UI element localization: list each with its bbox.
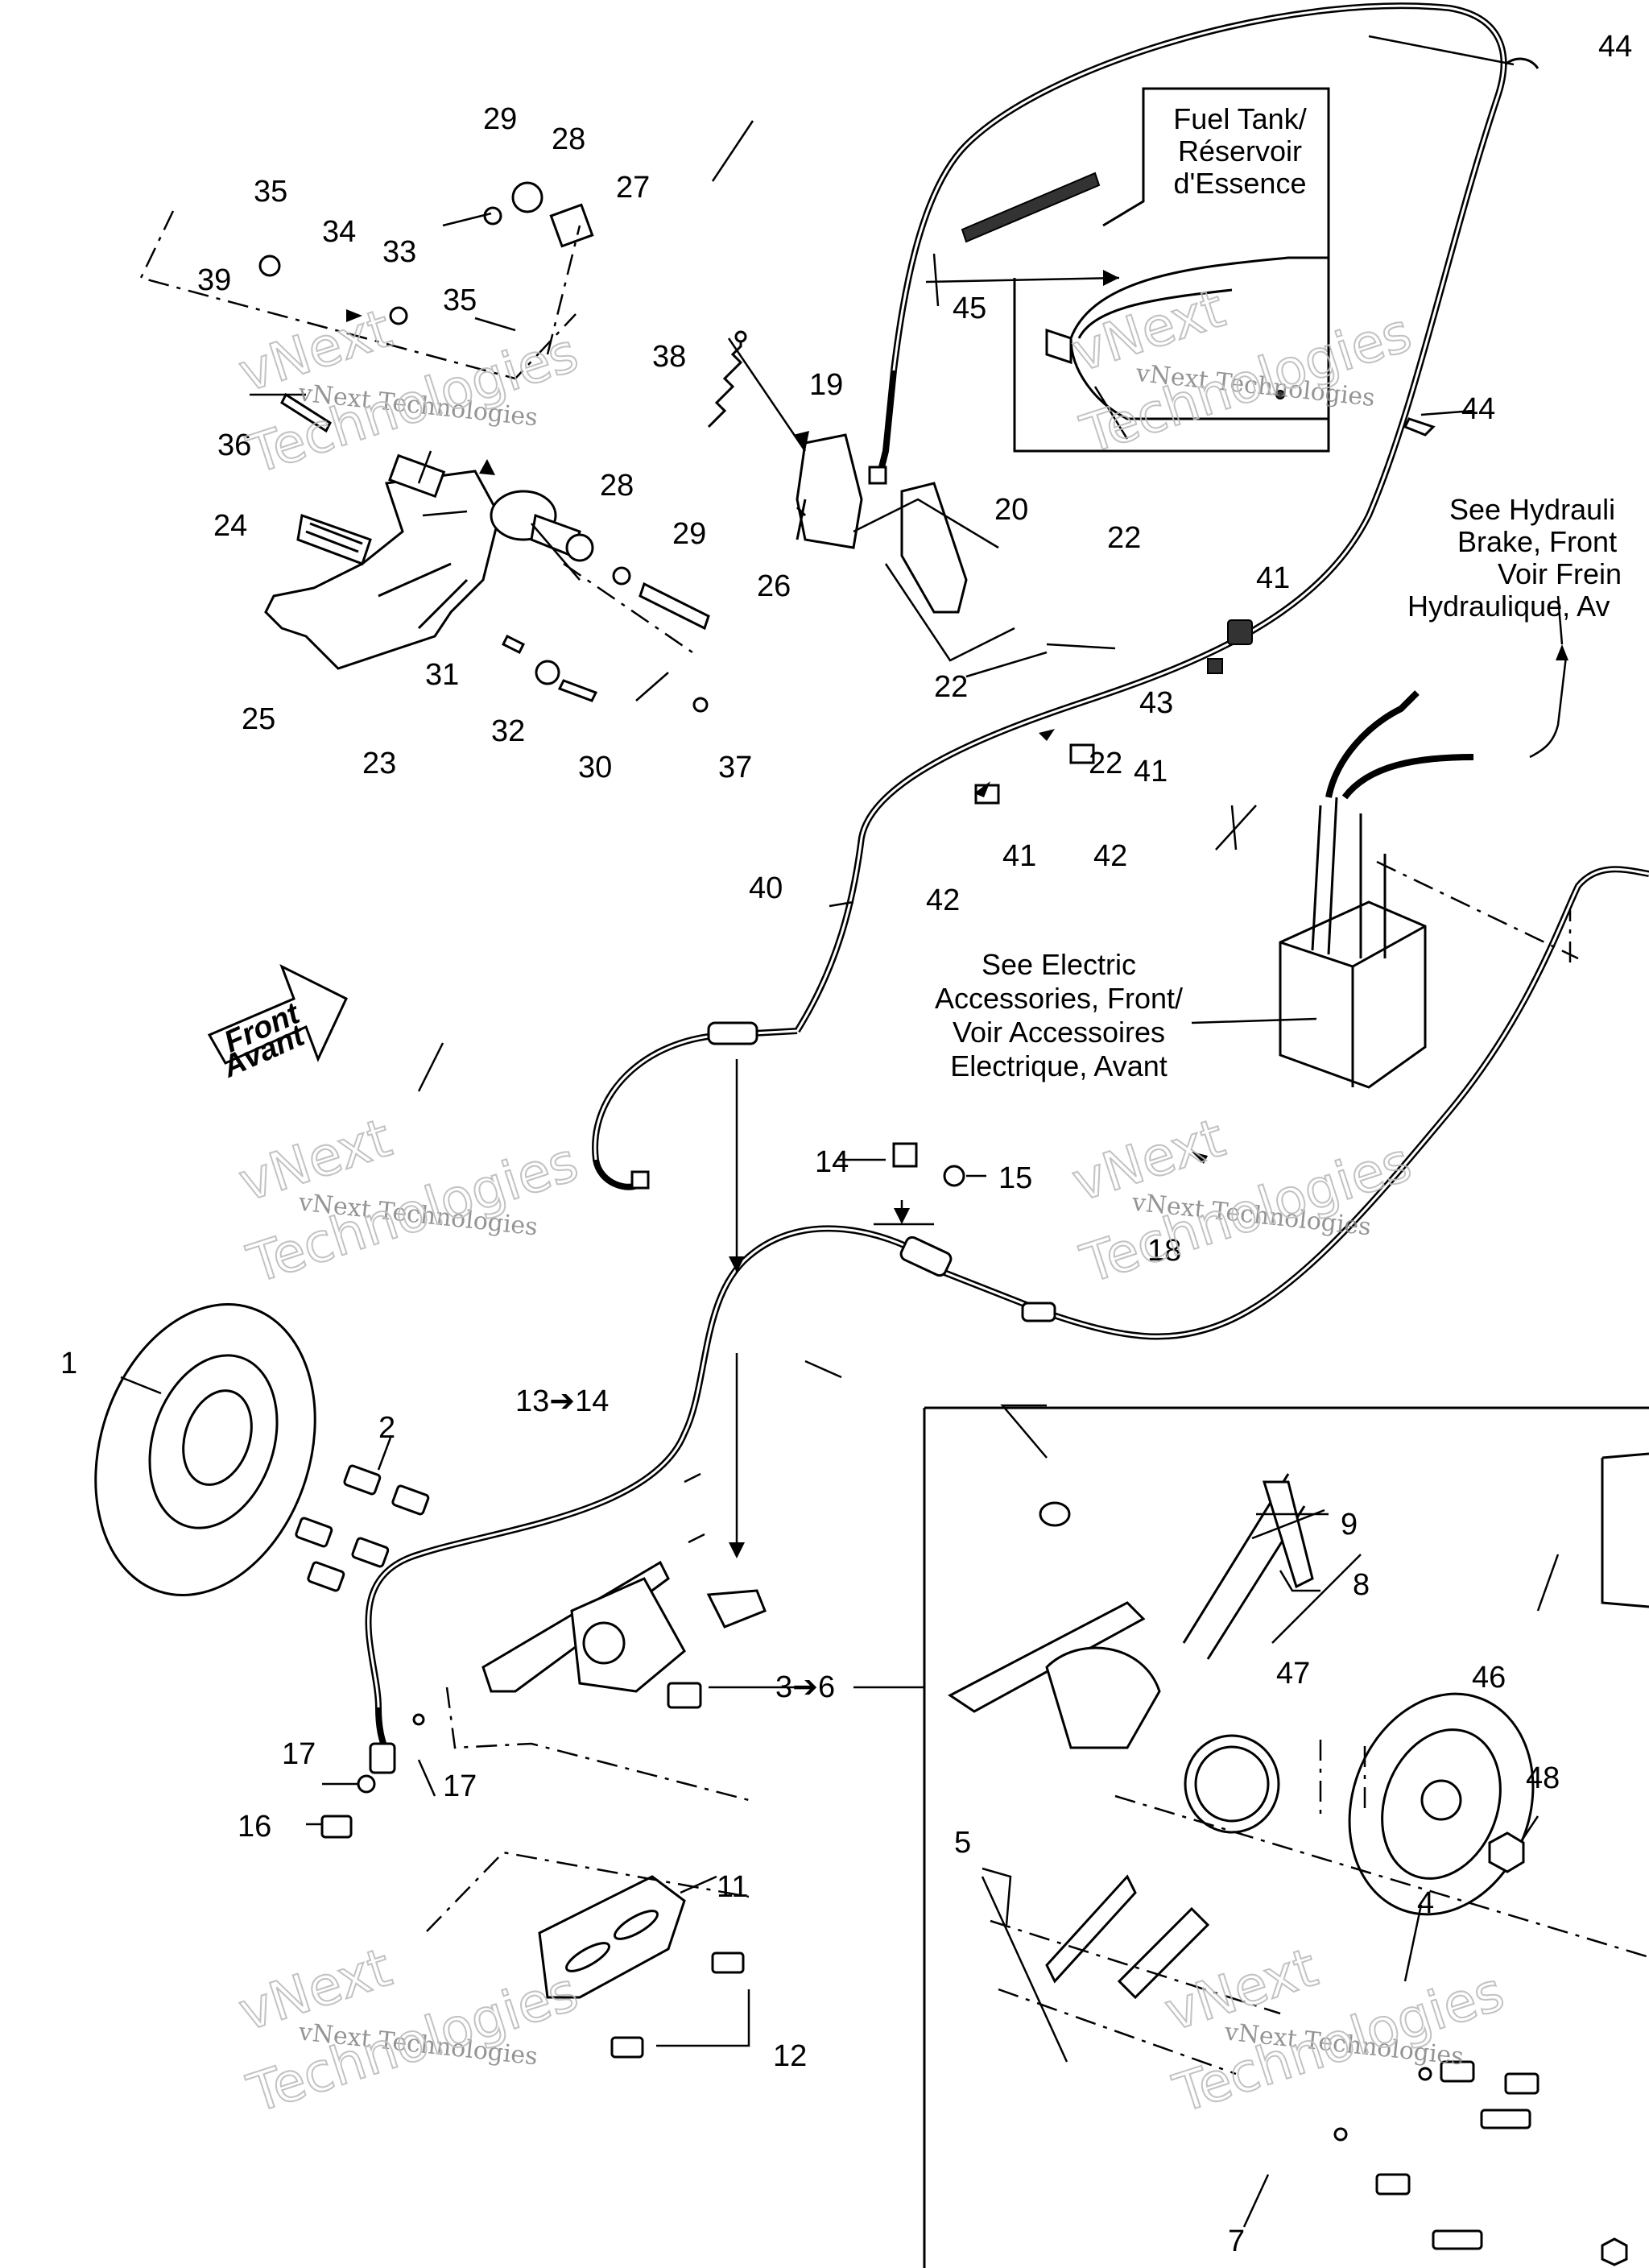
detail-box	[923, 1406, 1649, 2268]
brake-line-18	[932, 866, 1649, 1340]
callout-12: 12	[773, 2039, 807, 2073]
callout-30: 30	[578, 751, 612, 784]
abs-unit	[1279, 690, 1474, 1089]
callout-22b: 22	[934, 670, 968, 704]
callout-4: 4	[1417, 1886, 1434, 1920]
callout-45: 45	[953, 292, 986, 325]
ratchet-19-20	[796, 433, 968, 614]
callout-17b: 17	[443, 1769, 477, 1803]
detail-parts	[948, 1473, 1628, 2266]
callout-39: 39	[197, 263, 231, 297]
fuel-tank-inset	[1013, 87, 1330, 453]
callout-31: 31	[425, 658, 459, 692]
note-fuel-tank: Fuel Tank/ Réservoir d'Essence	[1173, 102, 1306, 200]
strip-45	[961, 172, 1101, 243]
callout-22: 22	[1107, 521, 1141, 555]
note-hyd-4: Hydraulique, Av	[1407, 590, 1610, 623]
callout-23: 23	[362, 747, 396, 780]
note-fuel-3: d'Essence	[1174, 167, 1307, 200]
callout-41b: 41	[1134, 755, 1168, 788]
callout-41: 41	[1256, 561, 1290, 595]
callout-24: 24	[213, 509, 247, 543]
note-elec-1: See Electric	[982, 948, 1136, 981]
spring-38	[707, 330, 747, 428]
callout-14: 14	[815, 1145, 849, 1179]
callout-34: 34	[322, 215, 356, 249]
callout-20: 20	[994, 493, 1028, 527]
fitting-14-15	[892, 1142, 965, 1187]
callout-28b: 28	[600, 469, 634, 503]
note-elec-3: Voir Accessoires	[953, 1016, 1165, 1049]
bolts-2	[295, 1464, 430, 1592]
front-arrow: Front Avant	[207, 963, 348, 1085]
note-hydraulic: See Hydrauli Brake, Front Voir Frein Hyd…	[1407, 493, 1622, 623]
callout-44: 44	[1598, 30, 1632, 64]
callout-numbers: 44 29 28 27 35 34 33 39 35 38 19 45 44 3…	[60, 30, 1632, 2258]
callout-15: 15	[998, 1161, 1032, 1195]
callout-29: 29	[483, 102, 517, 136]
callout-42b: 42	[1093, 839, 1127, 873]
callout-28: 28	[552, 122, 585, 156]
callout-13-14: 13➔14	[515, 1384, 609, 1418]
callout-43: 43	[1139, 686, 1173, 720]
callout-26: 26	[757, 569, 791, 603]
callout-8: 8	[1353, 1568, 1370, 1602]
arrowheads	[346, 270, 1568, 1558]
banjo-16-17	[320, 1713, 425, 1839]
callout-48: 48	[1526, 1761, 1560, 1795]
callout-7: 7	[1228, 2225, 1245, 2258]
dashed-guides	[139, 210, 1649, 2076]
caliper-3-6	[481, 1560, 767, 1709]
callout-27: 27	[616, 171, 650, 205]
callout-2: 2	[378, 1411, 395, 1445]
note-electric: See Electric Accessories, Front/ Voir Ac…	[935, 948, 1183, 1082]
callout-41c: 41	[1002, 839, 1036, 873]
brake-hose-13-14	[365, 1225, 953, 1774]
callout-29b: 29	[672, 517, 706, 551]
callout-36: 36	[217, 428, 251, 462]
callout-22c: 22	[1089, 747, 1122, 780]
leader-lines	[120, 35, 1568, 2228]
callout-3-6: 3➔6	[775, 1670, 835, 1704]
cable-40	[592, 2, 1507, 1190]
callout-19: 19	[809, 368, 843, 402]
callout-37: 37	[718, 751, 752, 784]
callout-5: 5	[954, 1826, 971, 1860]
note-hyd-1: See Hydrauli	[1449, 493, 1615, 526]
callout-33: 33	[382, 235, 416, 269]
callout-40: 40	[749, 871, 783, 905]
callout-35b: 35	[443, 284, 477, 317]
note-hyd-3: Voir Frein	[1498, 557, 1622, 590]
callout-17: 17	[282, 1737, 316, 1771]
callout-35: 35	[254, 175, 287, 209]
callout-42: 42	[926, 884, 960, 917]
callout-11: 11	[717, 1870, 748, 1904]
callout-38: 38	[652, 340, 686, 374]
callout-16: 16	[238, 1810, 271, 1844]
callout-46: 46	[1472, 1661, 1506, 1695]
note-elec-2: Accessories, Front/	[935, 982, 1183, 1015]
pedal-pad-24	[296, 513, 372, 565]
callout-18: 18	[1147, 1234, 1181, 1268]
callout-1: 1	[60, 1347, 77, 1380]
callout-44b: 44	[1461, 392, 1495, 426]
note-elec-4: Electrique, Avant	[950, 1049, 1168, 1082]
callout-25: 25	[242, 702, 275, 736]
bracket-11	[538, 1875, 745, 2059]
note-fuel-2: Réservoir	[1178, 135, 1302, 168]
note-fuel-1: Fuel Tank/	[1173, 102, 1306, 135]
callout-32: 32	[491, 714, 525, 748]
callout-47: 47	[1276, 1657, 1310, 1691]
note-hyd-2: Brake, Front	[1457, 525, 1617, 558]
bushing-parts	[258, 181, 710, 713]
brake-pedal-23	[264, 453, 557, 670]
brake-rotor-1	[94, 1303, 316, 1596]
clamps-41-44	[974, 57, 1539, 805]
callout-9: 9	[1341, 1508, 1358, 1542]
